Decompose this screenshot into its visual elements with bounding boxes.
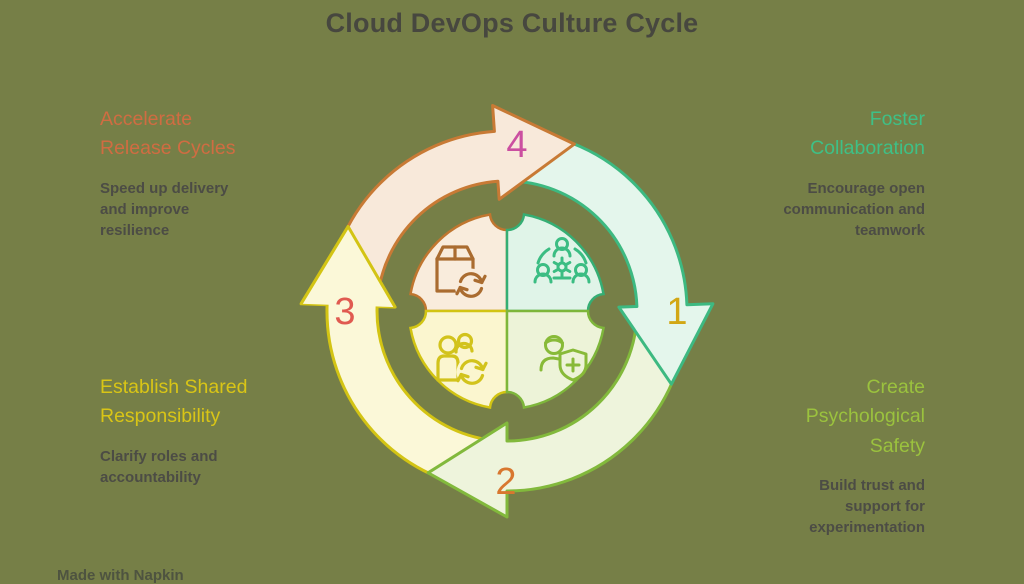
step-4-description: Speed up delivery and improve resilience (100, 179, 229, 239)
step-2-heading: Create Psychological Safety (805, 376, 925, 457)
step-3-heading: Establish Shared Responsibility (100, 376, 248, 428)
cycle-arrow-4 (326, 104, 576, 299)
step-1-description: Encourage open communication and teamwor… (783, 179, 925, 239)
team-gear-icon (533, 237, 591, 284)
step-3-number: 3 (334, 291, 355, 333)
page-title: Cloud DevOps Culture Cycle (325, 8, 699, 38)
quadrant-release-cycles (409, 213, 509, 313)
step-3-text-block: Establish Shared Responsibility Clarify … (100, 373, 252, 488)
cycle-arrow-3-head (301, 226, 396, 308)
step-2-text-block: Create Psychological Safety Build trust … (763, 373, 925, 538)
step-4-text-block: Accelerate Release Cycles Speed up deliv… (100, 105, 250, 241)
step-1-number: 1 (666, 291, 687, 333)
step-1-text-block: Foster Collaboration Encourage open comm… (763, 105, 925, 241)
step-3-description: Clarify roles and accountability (100, 447, 218, 486)
cycle-arrow-3-head-outline (299, 225, 397, 308)
cycle-diagram: 1 2 3 4 (277, 81, 737, 541)
cycle-arrow-2 (426, 314, 689, 519)
person-shield-plus-icon (539, 335, 588, 382)
step-4-number: 4 (506, 124, 527, 166)
package-sync-icon (435, 245, 488, 302)
cycle-arrow-1 (505, 129, 715, 386)
step-2-description: Build trust and support for experimentat… (809, 476, 925, 536)
step-1-heading: Foster Collaboration (810, 108, 925, 160)
step-2-number: 2 (495, 461, 516, 503)
step-4-heading: Accelerate Release Cycles (100, 108, 236, 160)
cycle-diagram-svg: 1 2 3 4 (299, 104, 715, 519)
people-sync-icon (436, 332, 488, 388)
